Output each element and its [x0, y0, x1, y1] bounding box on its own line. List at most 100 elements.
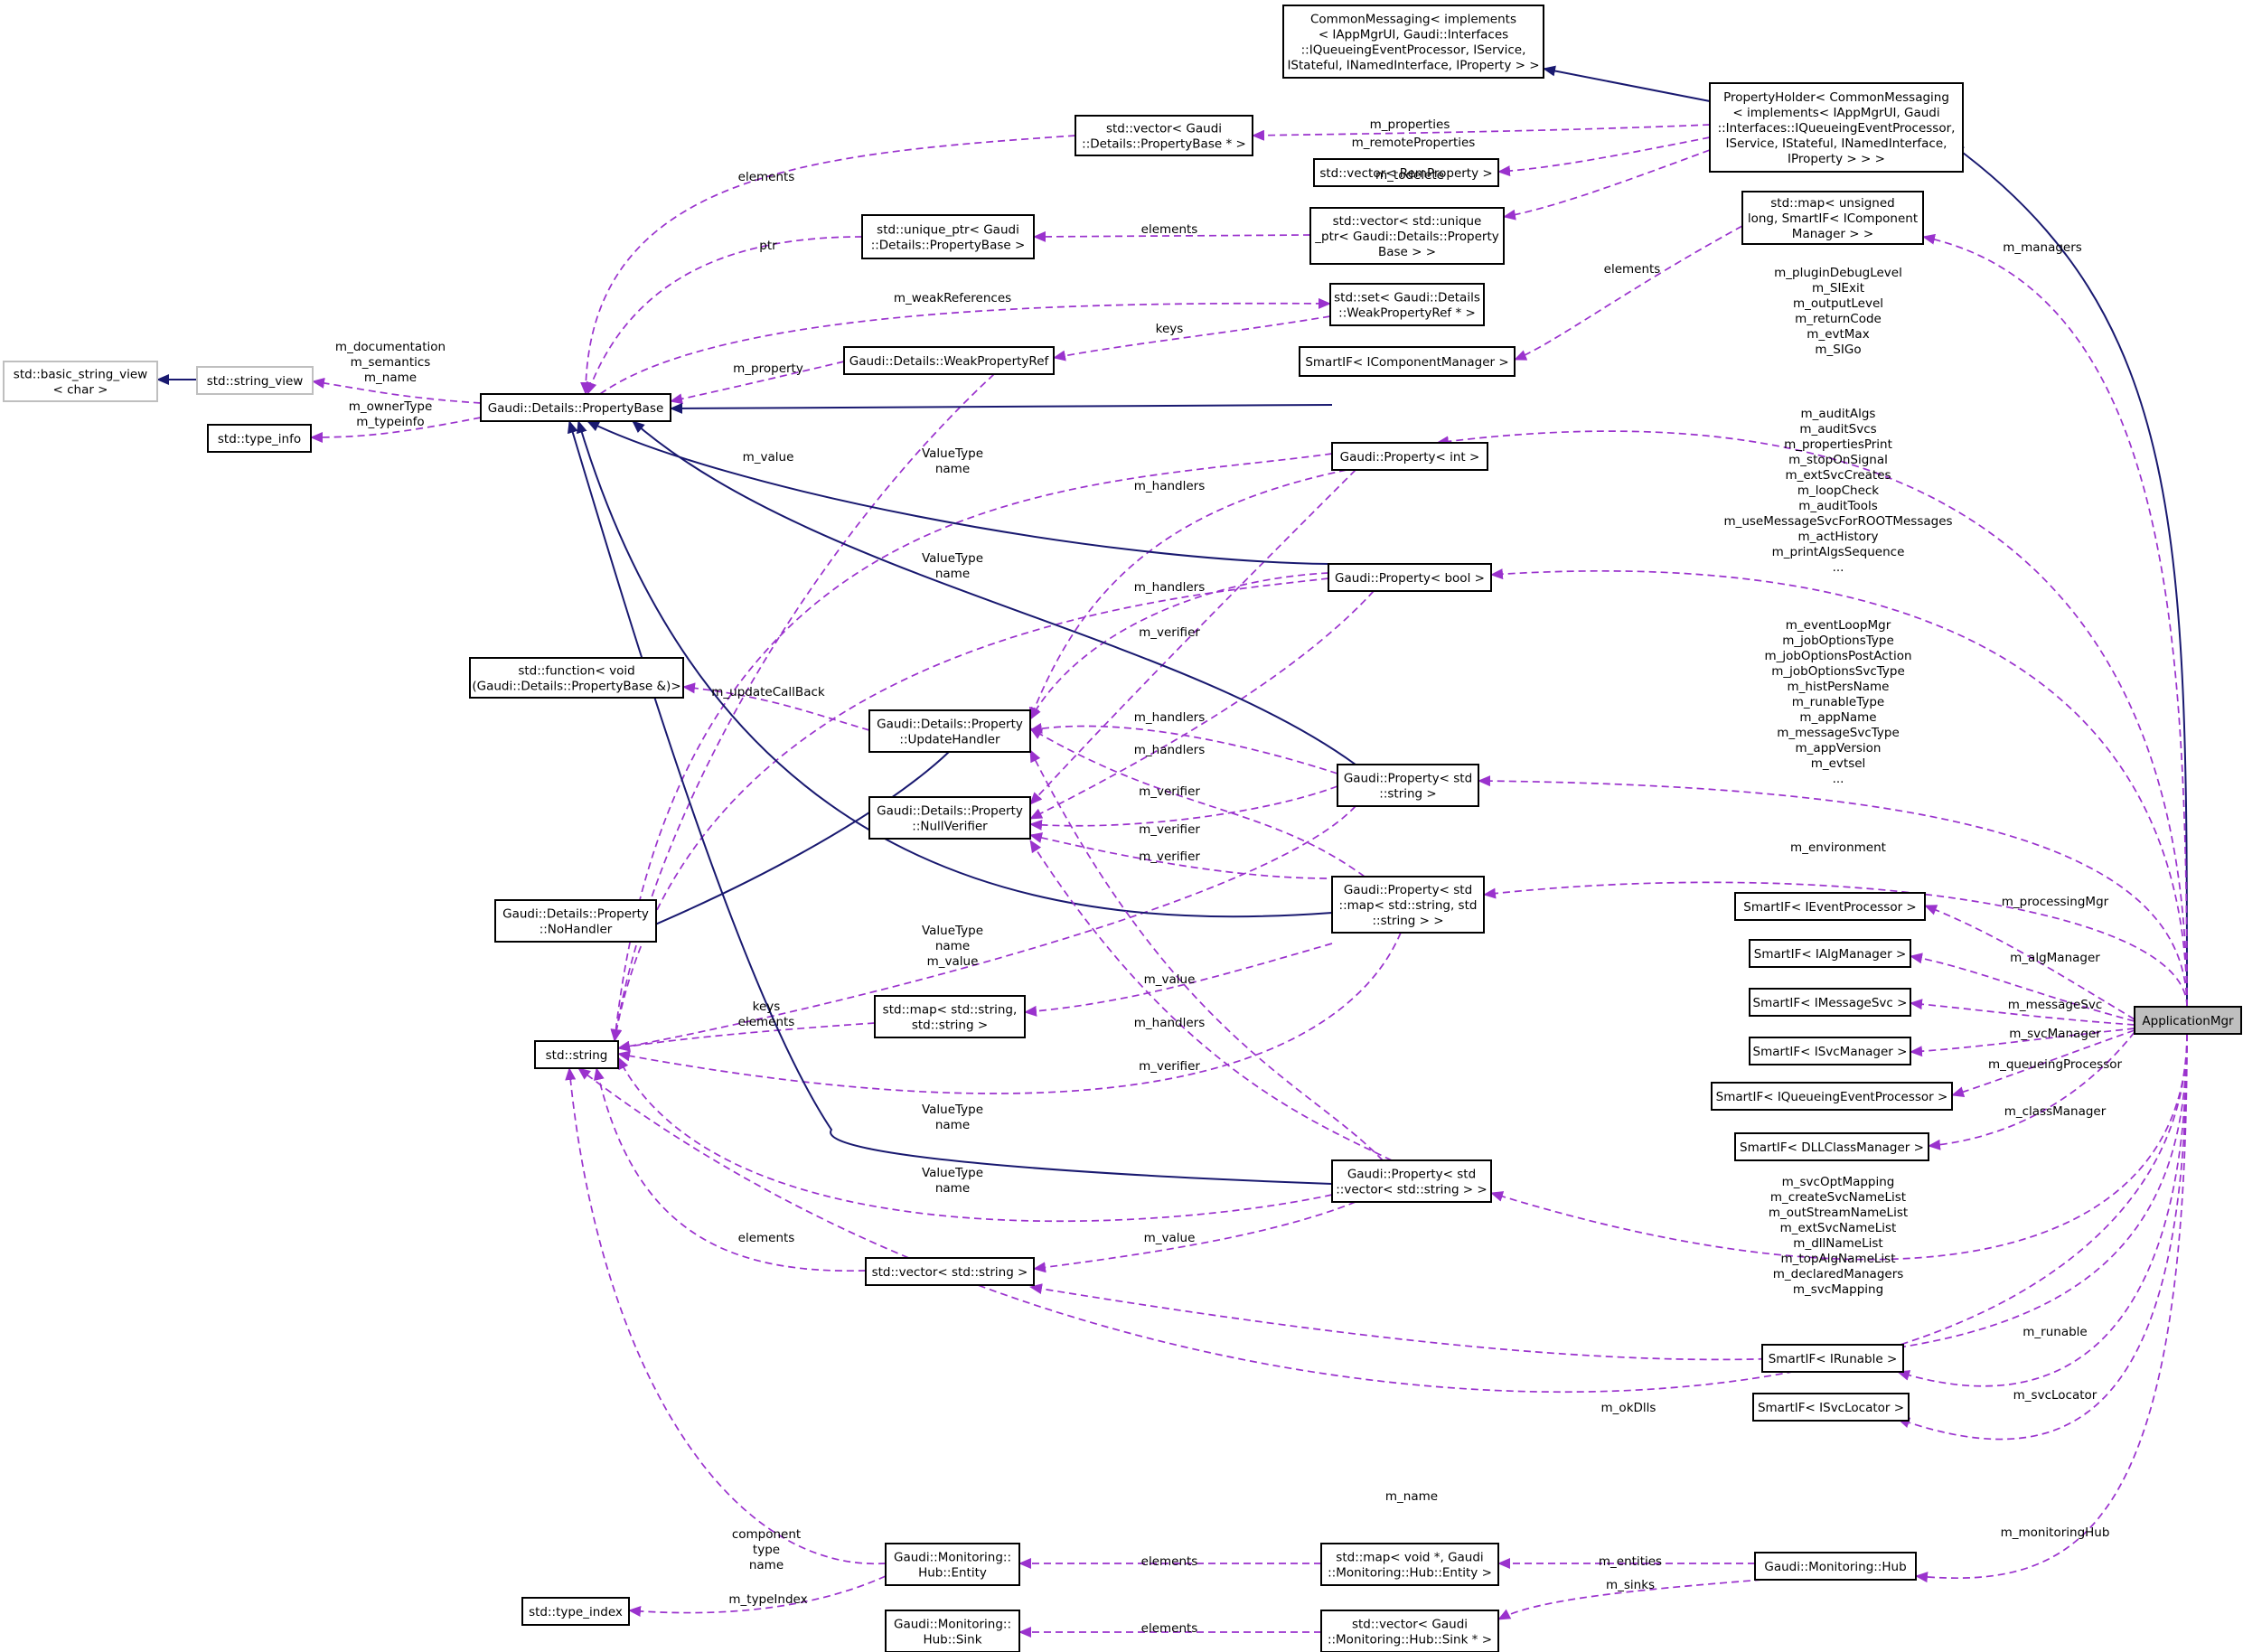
- edge-label-m-verifier-bool: m_verifier: [1139, 625, 1200, 640]
- class-node-property-map[interactable]: Gaudi::Property< std::map< std::string, …: [1331, 876, 1485, 934]
- class-node-label: std::vector< Gaudi: [1106, 122, 1222, 136]
- class-node-map-string-string[interactable]: std::map< std::string,std::string >: [874, 995, 1026, 1038]
- class-node-basic-string-view[interactable]: std::basic_string_view< char >: [3, 361, 158, 402]
- class-node-vec-prop-base-ptr[interactable]: std::vector< Gaudi::Details::PropertyBas…: [1075, 115, 1253, 156]
- class-node-label: (Gaudi::Details::PropertyBase &)>: [472, 680, 680, 694]
- class-node-smart-ifcomp-mgr[interactable]: SmartIF< IComponentManager >: [1299, 346, 1516, 377]
- usage-edge: [580, 135, 1076, 395]
- edge-label-elements-uptr: elements: [1141, 222, 1198, 237]
- class-node-vec-unique-ptr[interactable]: std::vector< std::unique_ptr< Gaudi::Det…: [1309, 207, 1505, 265]
- usage-edge: [586, 236, 863, 395]
- class-node-update-handler[interactable]: Gaudi::Details::Property::UpdateHandler: [868, 709, 1031, 753]
- edge-label-line: name: [935, 1118, 970, 1132]
- class-node-box: [1749, 939, 1911, 968]
- class-node-std-function[interactable]: std::function< void(Gaudi::Details::Prop…: [469, 657, 684, 699]
- usage-edge: [1490, 1033, 2188, 1261]
- edge-label-line: m_classManager: [2004, 1104, 2107, 1119]
- edge-label-line: m_eventLoopMgr: [1786, 618, 1891, 633]
- edge-label-line: ValueType: [922, 1103, 983, 1117]
- class-node-string-view[interactable]: std::string_view: [196, 366, 314, 395]
- class-node-property-holder[interactable]: PropertyHolder< CommonMessaging< impleme…: [1709, 82, 1964, 173]
- class-node-box: [861, 214, 1035, 259]
- edge-label-line: m_histPersName: [1788, 680, 1890, 694]
- edge-label-m-remote-properties: m_remoteProperties: [1352, 136, 1476, 150]
- usage-edge: [611, 577, 1329, 1042]
- class-node-label: ::map< std::string, std: [1339, 898, 1478, 913]
- class-node-smart-ifdll-class[interactable]: SmartIF< DLLClassManager >: [1734, 1132, 1929, 1161]
- edge-label-line: m_actHistory: [1798, 530, 1879, 544]
- class-node-smart-ifsvc-mgr[interactable]: SmartIF< ISvcManager >: [1749, 1037, 1911, 1065]
- edge-label-line: m_managers: [2003, 240, 2082, 255]
- edge-label-line: m_svcMapping: [1793, 1282, 1883, 1297]
- class-node-smart-ifrunable[interactable]: SmartIF< IRunable >: [1761, 1344, 1904, 1373]
- class-node-label: std::map< std::string,: [883, 1003, 1018, 1018]
- edge-label-m-ok-dlls: m_okDlls: [1601, 1401, 1656, 1415]
- edge-label-line: m_name: [1385, 1489, 1438, 1504]
- class-node-box: [868, 796, 1031, 840]
- edge-label-line: elements: [1604, 262, 1661, 277]
- edge-label-line: m_messageSvc: [2008, 998, 2103, 1012]
- edge-label-line: m_weakReferences: [894, 291, 1011, 305]
- class-node-unique-ptr-prop-base[interactable]: std::unique_ptr< Gaudi::Details::Propert…: [861, 214, 1035, 259]
- class-node-smart-ifalg-mgr[interactable]: SmartIF< IAlgManager >: [1749, 939, 1911, 968]
- edge-label-m-runable: m_runable: [2022, 1325, 2087, 1339]
- edge-label-elements-props: elements: [738, 170, 795, 184]
- class-node-hub-entity[interactable]: Gaudi::Monitoring::Hub::Entity: [885, 1543, 1020, 1586]
- class-node-application-mgr[interactable]: ApplicationMgr: [2134, 1006, 2242, 1035]
- class-node-monitoring-hub[interactable]: Gaudi::Monitoring::Hub: [1754, 1552, 1917, 1581]
- class-node-property-bool[interactable]: Gaudi::Property< bool >: [1328, 563, 1492, 592]
- class-node-label: Gaudi::Details::Property: [877, 804, 1023, 819]
- class-node-smart-ifsvc-locator[interactable]: SmartIF< ISvcLocator >: [1752, 1393, 1910, 1422]
- class-node-vec-string[interactable]: std::vector< std::string >: [865, 1257, 1035, 1286]
- class-node-null-verifier[interactable]: Gaudi::Details::Property::NullVerifier: [868, 796, 1031, 840]
- class-node-box: [207, 424, 312, 453]
- class-node-common-messaging[interactable]: CommonMessaging< implements< IAppMgrUI, …: [1282, 5, 1544, 79]
- edge-label-m-update-call-back: m_updateCallBack: [711, 685, 825, 699]
- class-node-label: SmartIF< IQueueingEventProcessor >: [1716, 1090, 1948, 1104]
- edge-label-m-message-svc: m_messageSvc: [2008, 998, 2103, 1012]
- usage-edge: [577, 1033, 2188, 1394]
- edge-label-line: m_dllNameList: [1793, 1236, 1882, 1251]
- class-node-map-entities[interactable]: std::map< void *, Gaudi::Monitoring::Hub…: [1320, 1543, 1499, 1586]
- class-node-weak-property-ref[interactable]: Gaudi::Details::WeakPropertyRef: [843, 346, 1055, 375]
- class-node-hub-sink[interactable]: Gaudi::Monitoring::Hub::Sink: [885, 1610, 1020, 1652]
- edge-label-line: m_svcManager: [2009, 1027, 2101, 1041]
- class-node-type-index[interactable]: std::type_index: [521, 1597, 630, 1626]
- edge-label-m-processing-mgr: m_processingMgr: [2002, 895, 2109, 909]
- class-node-vec-rem-property[interactable]: std::vector< RemProperty >: [1313, 158, 1499, 187]
- edge-label-line: m_auditSvcs: [1799, 422, 1876, 436]
- class-node-smart-ifmsg-svc[interactable]: SmartIF< IMessageSvc >: [1749, 988, 1911, 1017]
- class-node-box: [1754, 1552, 1917, 1581]
- class-node-label: ::string > >: [1372, 914, 1443, 928]
- edge-label-line: m_svcOptMapping: [1782, 1175, 1895, 1189]
- class-node-property-int[interactable]: Gaudi::Property< int >: [1331, 442, 1488, 471]
- class-node-vec-sinks[interactable]: std::vector< Gaudi::Monitoring::Hub::Sin…: [1320, 1610, 1499, 1652]
- class-node-property-base[interactable]: Gaudi::Details::PropertyBase: [480, 393, 671, 422]
- edge-label-line: m_verifier: [1139, 849, 1200, 864]
- edge-label-m-handlers-bool: m_handlers: [1134, 580, 1206, 595]
- class-node-box: [885, 1543, 1020, 1586]
- class-node-property-string[interactable]: Gaudi::Property< std::string >: [1337, 764, 1479, 807]
- class-node-label: std::function< void: [518, 664, 634, 679]
- class-node-type-info[interactable]: std::type_info: [207, 424, 312, 453]
- class-node-smart-ifqueueing[interactable]: SmartIF< IQueueingEventProcessor >: [1711, 1082, 1953, 1111]
- class-node-set-weak-ref[interactable]: std::set< Gaudi::Details::WeakPropertyRe…: [1329, 283, 1485, 326]
- usage-edge: [1053, 315, 1331, 361]
- class-node-std-string[interactable]: std::string: [534, 1040, 619, 1069]
- edge-label-m-verifier-map: m_verifier: [1139, 849, 1200, 864]
- class-node-smart-ifevent-proc[interactable]: SmartIF< IEventProcessor >: [1734, 892, 1926, 921]
- class-node-no-handler[interactable]: Gaudi::Details::Property::NoHandler: [494, 899, 657, 943]
- usage-edge: [610, 453, 1333, 1042]
- class-node-property-vector[interactable]: Gaudi::Property< std::vector< std::strin…: [1331, 1159, 1492, 1203]
- class-node-label: ::string >: [1379, 787, 1436, 802]
- usage-edge: [1897, 1033, 2188, 1387]
- edge-label-line: name: [935, 462, 970, 476]
- edge-label-line: m_svcLocator: [2013, 1388, 2098, 1403]
- class-node-label: Gaudi::Property< bool >: [1335, 571, 1485, 586]
- inheritance-edge: [587, 420, 1329, 565]
- class-node-box: [1309, 207, 1505, 265]
